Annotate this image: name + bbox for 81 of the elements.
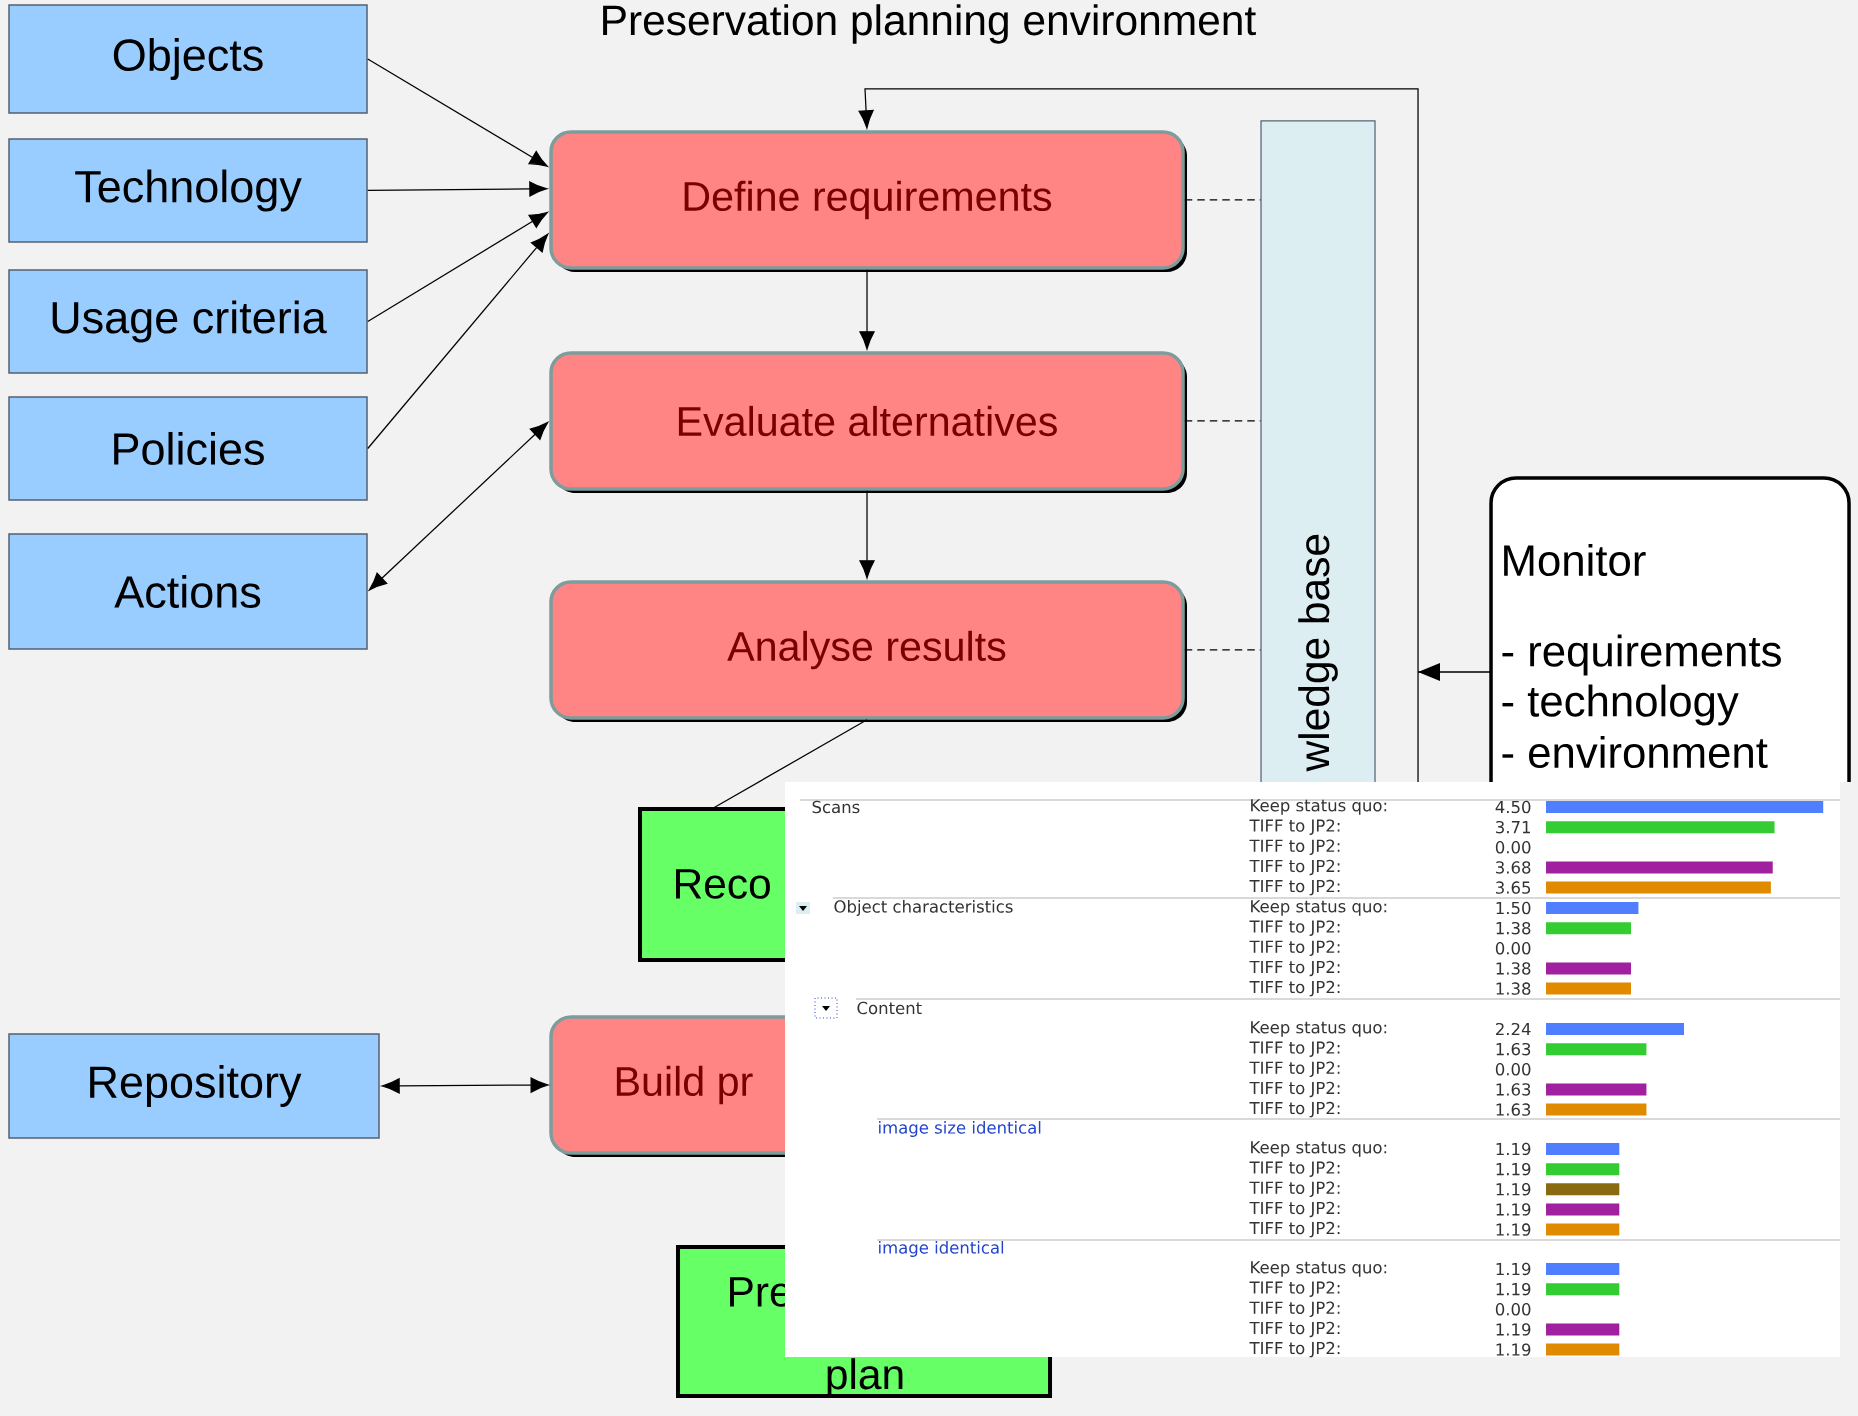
value-label: 3.65: [1496, 881, 1531, 894]
value-label: 0.00: [1495, 1063, 1531, 1076]
value-label: 1.19: [1496, 1162, 1531, 1176]
value-label: 2.24: [1496, 1022, 1531, 1036]
row-label: TIFF to JP2:: [1249, 859, 1340, 876]
row-heading: Content: [857, 1001, 922, 1015]
value-label: 3.71: [1496, 820, 1530, 834]
row-label: TIFF to JP2:: [1249, 1041, 1340, 1057]
input-box: Actions: [8, 533, 368, 650]
arrow: [367, 181, 548, 197]
value-label: 0.00: [1495, 841, 1531, 854]
value-label: 4.50: [1495, 800, 1531, 814]
input-box: Usage criteria: [8, 269, 368, 374]
input-box: Policies: [8, 396, 368, 501]
value-label: 1.19: [1496, 1262, 1531, 1276]
row-label: Keep status quo:: [1251, 1141, 1387, 1157]
value-label: 1.19: [1496, 1282, 1531, 1296]
row-label: TIFF to JP2:: [1249, 980, 1340, 997]
title: Preservation planning environment: [603, 4, 1256, 44]
row-label: Keep status quo:: [1251, 799, 1387, 815]
process-box: Analyse results: [549, 580, 1187, 722]
input-box: Repository: [8, 1033, 380, 1139]
value-label: 1.63: [1496, 1083, 1531, 1096]
value-label: 1.19: [1496, 1183, 1531, 1196]
value-label: 1.19: [1496, 1343, 1531, 1356]
row-label: TIFF to JP2:: [1249, 1301, 1340, 1318]
value-label: 1.63: [1496, 1103, 1531, 1116]
process-box: Define requirements: [549, 130, 1187, 272]
value-label: 1.50: [1496, 901, 1531, 915]
value-label: 1.19: [1496, 1223, 1531, 1236]
row-label: TIFF to JP2:: [1249, 940, 1340, 957]
input-box: Objects: [8, 4, 368, 114]
row-heading: Scans: [812, 800, 860, 814]
arrow: [367, 211, 548, 323]
value-label: 0.00: [1495, 942, 1531, 955]
row-label: TIFF to JP2:: [1249, 960, 1340, 977]
row-label: TIFF to JP2:: [1249, 1081, 1340, 1098]
row-label: Keep status quo:: [1251, 1261, 1387, 1277]
value-label: 1.38: [1496, 962, 1531, 975]
value-label: 1.19: [1496, 1323, 1531, 1336]
row-heading: Object characteristics: [834, 900, 1013, 916]
row-label: Keep status quo:: [1251, 1021, 1387, 1037]
arrow: [858, 88, 1492, 783]
process-box: Evaluate alternatives: [549, 351, 1187, 493]
node-label: - environment: [1502, 735, 1768, 769]
arrow: [368, 422, 549, 591]
value-label: 1.38: [1496, 982, 1531, 995]
value-label: 3.68: [1496, 861, 1531, 874]
value-label: 1.63: [1496, 1042, 1531, 1056]
input-box: Technology: [8, 138, 368, 243]
row-label: TIFF to JP2:: [1249, 1341, 1340, 1358]
arrow: [367, 58, 548, 167]
arrow: [381, 1077, 549, 1094]
row-label: TIFF to JP2:: [1249, 1221, 1340, 1238]
row-label: TIFF to JP2:: [1249, 1321, 1340, 1338]
row-label: TIFF to JP2:: [1249, 1061, 1340, 1078]
row-label: TIFF to JP2:: [1249, 879, 1340, 896]
value-label: 1.19: [1496, 1142, 1531, 1156]
monitor-box: Monitor - requirements - technology - environment: [1489, 476, 1851, 782]
value-label: 1.38: [1496, 921, 1531, 935]
row-label: TIFF to JP2:: [1249, 839, 1340, 856]
row-label: Keep status quo:: [1251, 900, 1387, 916]
output-box: Reco: [638, 807, 787, 962]
arrow: [859, 269, 875, 350]
row-label: TIFF to JP2:: [1249, 1161, 1340, 1177]
row-heading: image size identical: [879, 1121, 1041, 1137]
arrow: [367, 233, 549, 450]
value-label: 1.19: [1496, 1203, 1531, 1216]
knowledge-base-panel: wledge base: [1260, 120, 1376, 783]
process-box: Build pr: [549, 1015, 789, 1157]
row-label: TIFF to JP2:: [1249, 1201, 1340, 1218]
row-label: TIFF to JP2:: [1249, 1281, 1340, 1297]
node-label: Monitor: [1504, 543, 1646, 577]
node-label: - technology: [1502, 684, 1739, 726]
arrow: [859, 490, 875, 579]
row-label: TIFF to JP2:: [1249, 819, 1340, 835]
row-label: TIFF to JP2:: [1249, 920, 1340, 936]
row-label: TIFF to JP2:: [1249, 1101, 1340, 1118]
node-label: - requirements: [1502, 634, 1781, 676]
row-label: TIFF to JP2:: [1249, 1181, 1340, 1198]
value-label: 0.00: [1495, 1303, 1531, 1316]
